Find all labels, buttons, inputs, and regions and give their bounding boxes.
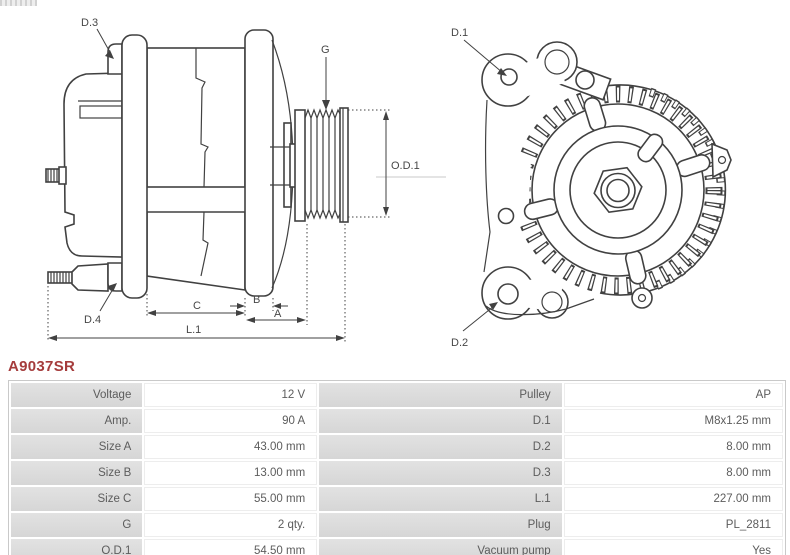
spec-value: Yes (563, 539, 783, 555)
spec-value: 13.00 mm (144, 461, 318, 485)
spec-value: 12 V (144, 383, 318, 407)
spec-label: D.1 (319, 409, 562, 433)
spec-label: Size A (11, 435, 143, 459)
dim-label-c: C (193, 300, 201, 312)
dim-label-d3: D.3 (81, 17, 98, 29)
spec-value: 8.00 mm (563, 435, 783, 459)
front-view-callouts: D.1 D.2 (451, 27, 507, 349)
spec-label: Plug (319, 513, 562, 537)
spec-table: Voltage 12 V Pulley AP Amp. 90 A D.1 M8x… (9, 381, 785, 555)
side-view-dimensions: C B A L.1 O.D.1 G (47, 17, 446, 342)
dim-label-l1: L.1 (186, 324, 201, 336)
cropped-ui-artifact (0, 0, 37, 6)
table-row: Size A 43.00 mm D.2 8.00 mm (11, 435, 783, 459)
table-row: O.D.1 54.50 mm Vacuum pump Yes (11, 539, 783, 555)
alternator-front-view-diagram (481, 41, 732, 320)
spec-label: Vacuum pump (319, 539, 562, 555)
spec-value: 43.00 mm (144, 435, 318, 459)
spec-label: O.D.1 (11, 539, 143, 555)
dim-label-d4: D.4 (84, 314, 101, 326)
spec-value: 8.00 mm (563, 461, 783, 485)
dim-label-d1: D.1 (451, 27, 468, 39)
spec-value: 2 qty. (144, 513, 318, 537)
table-row: Voltage 12 V Pulley AP (11, 383, 783, 407)
dim-label-od1: O.D.1 (391, 160, 420, 172)
spec-label: Size B (11, 461, 143, 485)
dim-label-g: G (321, 44, 330, 56)
spec-value: 54.50 mm (144, 539, 318, 555)
table-row: G 2 qty. Plug PL_2811 (11, 513, 783, 537)
spec-value: 90 A (144, 409, 318, 433)
spec-value: 227.00 mm (563, 487, 783, 511)
spec-value: PL_2811 (563, 513, 783, 537)
spec-label: Size C (11, 487, 143, 511)
spec-label: L.1 (319, 487, 562, 511)
dim-label-d2: D.2 (451, 337, 468, 349)
spec-table-container: Voltage 12 V Pulley AP Amp. 90 A D.1 M8x… (8, 380, 786, 555)
technical-drawing: C B A L.1 O.D.1 G (45, 17, 732, 349)
alternator-side-view-diagram (45, 29, 349, 299)
table-row: Amp. 90 A D.1 M8x1.25 mm (11, 409, 783, 433)
dim-label-a: A (274, 308, 282, 320)
spec-label: Pulley (319, 383, 562, 407)
table-row: Size C 55.00 mm L.1 227.00 mm (11, 487, 783, 511)
spec-label: D.3 (319, 461, 562, 485)
part-number-title: A9037SR (8, 358, 76, 375)
spec-value: M8x1.25 mm (563, 409, 783, 433)
spec-label: G (11, 513, 143, 537)
spec-value: 55.00 mm (144, 487, 318, 511)
spec-value: AP (563, 383, 783, 407)
spec-label: Amp. (11, 409, 143, 433)
table-row: Size B 13.00 mm D.3 8.00 mm (11, 461, 783, 485)
dim-label-b: B (253, 294, 260, 306)
spec-label: D.2 (319, 435, 562, 459)
spec-label: Voltage (11, 383, 143, 407)
